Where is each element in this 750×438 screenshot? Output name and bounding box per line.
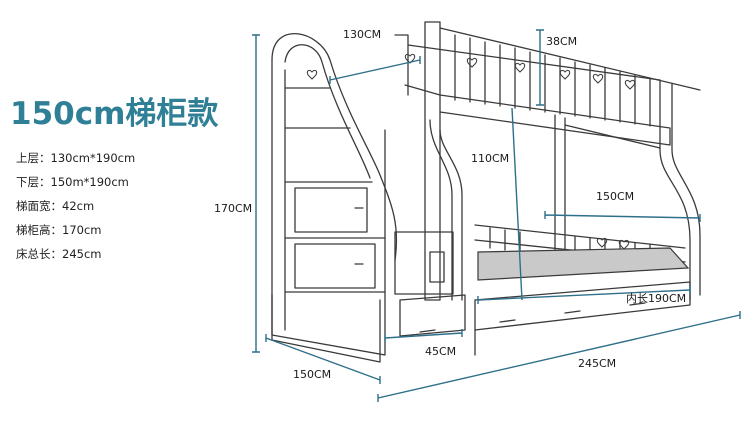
spec-step-width: 梯面宽：42cm bbox=[16, 199, 95, 213]
upper-rail-top bbox=[407, 44, 661, 81]
label-depth: 150CM bbox=[293, 368, 331, 381]
label-total-length: 245CM bbox=[578, 357, 616, 370]
label-step-width: 45CM bbox=[425, 345, 456, 358]
label-inner-length: 内长190CM bbox=[626, 291, 686, 305]
stair-drawer bbox=[294, 243, 376, 289]
dim-line-rail-height bbox=[536, 29, 544, 106]
stair-cabinet bbox=[271, 59, 386, 356]
heart-icon bbox=[404, 53, 416, 64]
heart-icon bbox=[466, 57, 478, 68]
dim-line-clearance bbox=[511, 107, 523, 301]
label-clearance: 110CM bbox=[471, 152, 509, 165]
heart-icon bbox=[514, 62, 526, 73]
heart-icon bbox=[306, 69, 318, 80]
dim-line-total-length bbox=[377, 311, 741, 402]
spec-cabinet-height: 梯柜高：170cm bbox=[16, 223, 102, 237]
dim-line-step-width bbox=[384, 329, 463, 342]
stair-drawer bbox=[294, 187, 368, 233]
spec-lower-bunk: 下层：150m*190cm bbox=[16, 175, 129, 189]
heart-icon bbox=[624, 79, 636, 90]
heart-icon bbox=[596, 237, 608, 248]
heart-icon bbox=[559, 69, 571, 80]
label-total-height: 170CM bbox=[214, 202, 252, 215]
dim-line-depth bbox=[265, 334, 381, 384]
trundle-drawer bbox=[474, 281, 691, 331]
lower-mattress bbox=[477, 247, 690, 281]
dim-line-inner-length bbox=[477, 286, 691, 304]
spec-total-length: 床总长：245cm bbox=[16, 247, 102, 261]
post-front-right bbox=[659, 79, 691, 301]
heart-icon bbox=[618, 239, 630, 250]
post-front-left bbox=[424, 21, 441, 301]
dim-line-total-height bbox=[252, 34, 260, 353]
product-title: 150cm梯柜款 bbox=[10, 96, 219, 132]
stair-handrail bbox=[271, 32, 398, 261]
heart-icon bbox=[592, 73, 604, 84]
spec-upper-bunk: 上层：130cm*190cm bbox=[16, 151, 136, 165]
label-rail-height: 38CM bbox=[546, 35, 577, 48]
spec-list: 上层：130cm*190cm 下层：150m*190cm 梯面宽：42cm 梯柜… bbox=[16, 150, 135, 270]
label-lower-width: 150CM bbox=[596, 190, 634, 203]
side-cabinet bbox=[394, 231, 454, 295]
dim-line-top-width bbox=[329, 56, 421, 84]
post-back-left bbox=[394, 34, 409, 96]
label-top-width: 130CM bbox=[343, 28, 381, 41]
dim-line-lower-width bbox=[544, 211, 701, 222]
